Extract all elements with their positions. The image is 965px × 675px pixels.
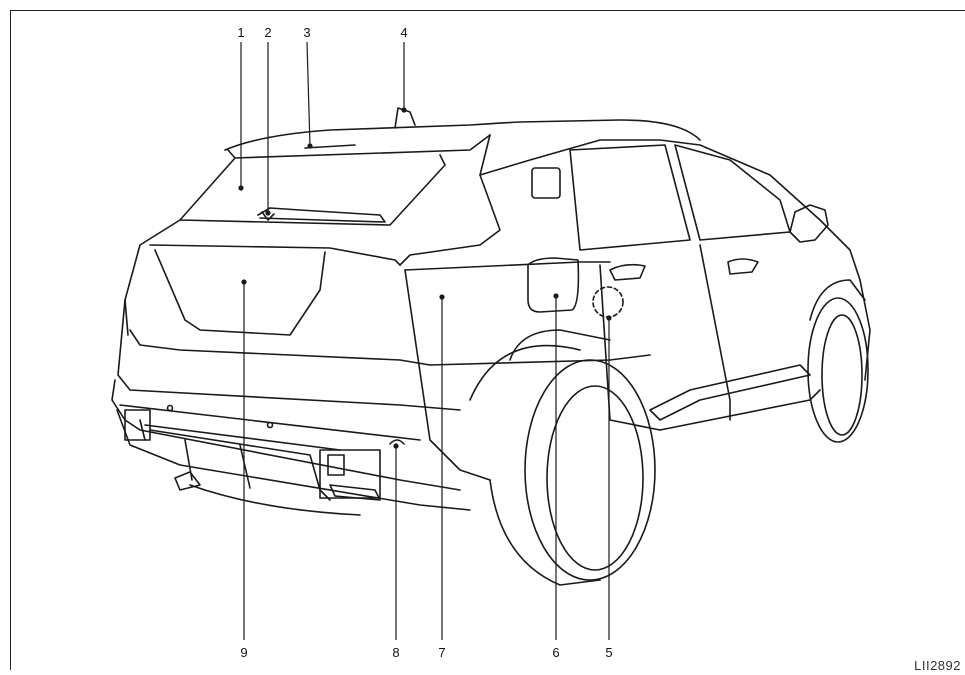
rear-bumper bbox=[116, 404, 471, 516]
callout-6: 6 bbox=[552, 645, 559, 660]
callout-1: 1 bbox=[237, 25, 244, 40]
callout-2: 2 bbox=[264, 25, 271, 40]
side-mirror bbox=[789, 204, 829, 243]
callout-9: 9 bbox=[240, 645, 247, 660]
rear-window bbox=[179, 154, 446, 226]
front-wheel bbox=[807, 279, 871, 443]
rear-wheel bbox=[509, 329, 656, 581]
side-body bbox=[399, 134, 861, 586]
callout-8: 8 bbox=[392, 645, 399, 660]
callout-numbers: 1 2 3 4 5 6 7 8 9 bbox=[237, 25, 612, 660]
callout-4: 4 bbox=[400, 25, 407, 40]
leader-lines bbox=[238, 41, 612, 640]
callout-3: 3 bbox=[303, 25, 310, 40]
figure-code: LII2892 bbox=[914, 658, 961, 673]
callout-7: 7 bbox=[438, 645, 445, 660]
diagram-frame bbox=[10, 10, 965, 670]
callout-5-marker bbox=[592, 286, 624, 318]
rear-body bbox=[111, 219, 461, 491]
callout-5: 5 bbox=[605, 645, 612, 660]
roof-outline bbox=[224, 107, 701, 159]
